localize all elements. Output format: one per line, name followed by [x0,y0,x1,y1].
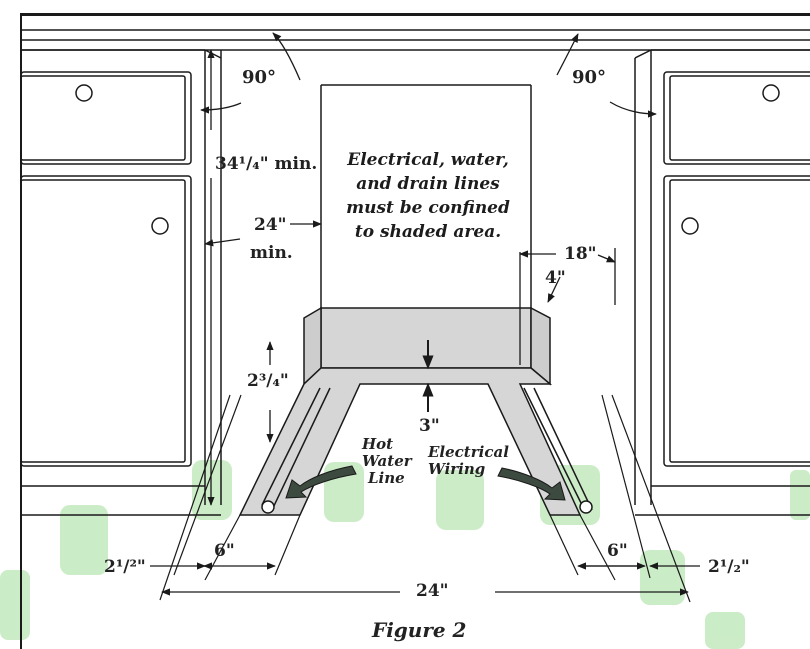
note-line-2: and drain lines [356,174,500,194]
rear-3-label: 3" [419,416,440,436]
left-door-knob [151,217,169,235]
note-line-1: Electrical, water, [347,150,509,170]
right-drawer-knob [762,84,780,102]
dimension-lines [150,32,700,596]
floor-guide-lines [159,394,691,603]
angle-left-label: 90° [242,67,277,88]
right-cabinet [634,49,810,516]
shaded-utility-area [238,306,582,516]
electrical-line-1: Electrical [428,443,509,461]
depth-label: 2³/₄" [247,371,289,391]
hot-water-pipe [261,387,331,514]
figure-caption: Figure 2 [372,618,467,642]
hot-water-line-3: Line [368,469,405,487]
right-6-label: 6" [607,541,628,561]
electrical-curved-arrow [497,467,566,501]
hot-water-curved-arrow [285,465,357,499]
side-4-label: 4" [545,268,566,288]
electrical-line-2: Wiring [428,460,486,478]
note-line-3: must be confined [346,198,510,218]
height-min-label: 34¹/₄" min. [215,154,318,174]
left-6-label: 6" [214,541,235,561]
right-2-1-2-label: 2¹/₂" [708,557,750,577]
left-2-1-2-label: 2¹/²" [104,557,146,577]
bottom-24-label: 24" [416,581,449,601]
angle-right-label: 90° [572,67,607,88]
back-wall-panel [320,84,532,308]
hot-water-line-label: Hot Water Line [362,436,412,487]
shaded-area-note: Electrical, water, and drain lines must … [336,148,520,244]
width-24-label: 24" [254,215,287,235]
electrical-wiring-label: Electrical Wiring [428,444,509,478]
width-min-label: min. [250,243,293,263]
left-cabinet [20,49,222,516]
note-line-4: to shaded area. [354,222,502,242]
electrical-conduit [523,387,593,514]
side-18-label: 18" [564,244,597,264]
right-door-knob [681,217,699,235]
left-drawer-knob [75,84,93,102]
hot-water-line-2: Water [362,452,412,470]
hot-water-line-1: Hot [362,435,394,453]
